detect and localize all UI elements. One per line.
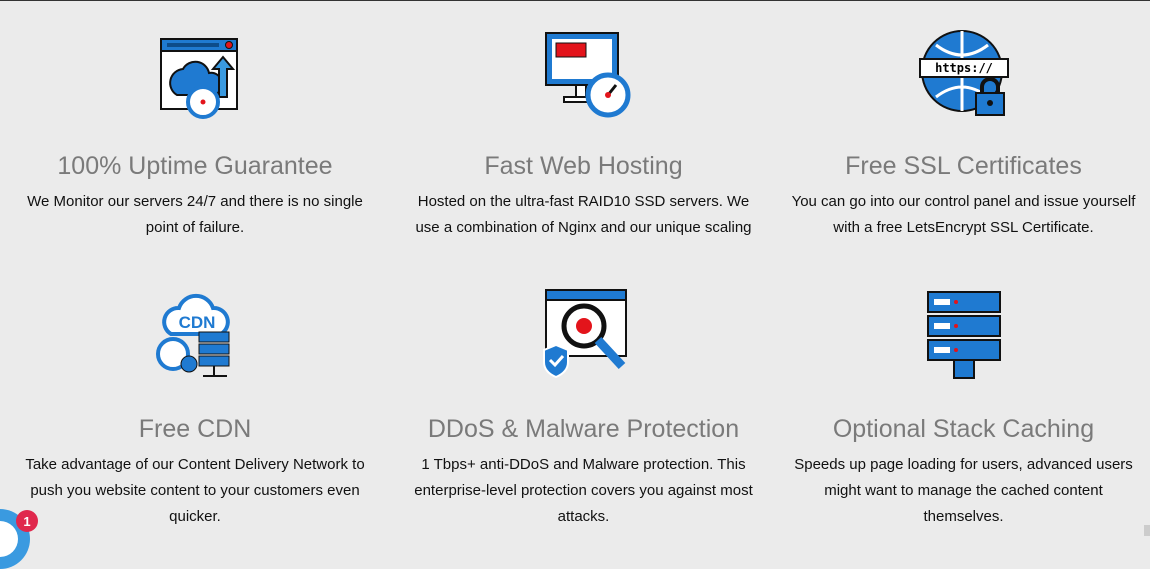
scrollbar[interactable] (1144, 525, 1150, 536)
server-icon (926, 291, 1001, 379)
feature-title: Fast Web Hosting (484, 152, 683, 180)
feature-title: Optional Stack Caching (832, 415, 1095, 443)
feature-title: 100% Uptime Guarantee (57, 152, 333, 180)
malware-icon (542, 289, 627, 379)
feature-description: Hosted on the ultra-fast RAID10 SSD serv… (415, 193, 752, 236)
feature-card-ddos: DDoS & Malware Protection 1 Tbps+ anti-D… (390, 262, 777, 536)
feature-title: Free SSL Certificates (845, 152, 1082, 180)
feature-description: Speeds up page loading for users, advanc… (794, 456, 1133, 525)
ssl-icon: https:// (918, 30, 1009, 116)
cdn-icon: CDN (156, 293, 230, 377)
feature-card-cdn: CDN Free CDN Take advantage of our Conte… (0, 262, 390, 536)
feature-card-ssl: https:// Free SSL Certificates You can g… (777, 1, 1150, 262)
cdn-text: CDN (179, 313, 216, 332)
feature-card-uptime: 100% Uptime Guarantee We Monitor our ser… (0, 1, 390, 262)
speed-icon (544, 32, 630, 118)
feature-description: Take advantage of our Content Delivery N… (25, 456, 365, 525)
feature-card-fast-hosting: Fast Web Hosting Hosted on the ultra-fas… (390, 1, 777, 262)
feature-title: DDoS & Malware Protection (427, 415, 740, 443)
uptime-icon (160, 38, 238, 119)
https-text: https:// (935, 61, 993, 75)
feature-card-caching: Optional Stack Caching Speeds up page lo… (777, 262, 1150, 536)
feature-description: We Monitor our servers 24/7 and there is… (27, 193, 363, 236)
notification-badge: 1 (16, 510, 38, 532)
feature-title: Free CDN (138, 415, 252, 443)
feature-description: 1 Tbps+ anti-DDoS and Malware protection… (414, 456, 753, 525)
feature-description: You can go into our control panel and is… (791, 193, 1136, 236)
